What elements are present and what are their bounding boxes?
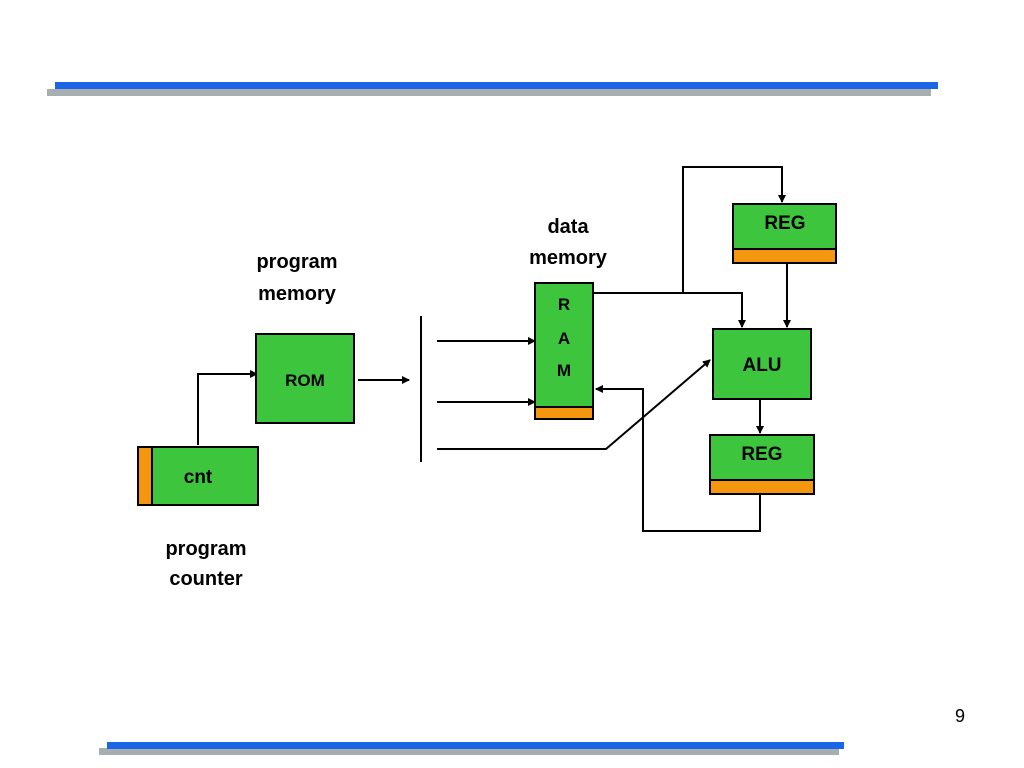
reg-top-label: REG (764, 213, 805, 234)
bottom-rule-shadow (99, 748, 839, 755)
ram-label-a: A (558, 329, 570, 348)
rom-block: ROM (255, 333, 355, 424)
program-counter-line-1: program (165, 538, 246, 560)
data-memory-line-1: data (547, 216, 589, 238)
program-counter-line-2: counter (169, 568, 243, 590)
program-memory-line-2: memory (258, 283, 337, 305)
bottom-rule (107, 742, 844, 749)
top-rule (55, 82, 938, 89)
rom-label: ROM (285, 371, 325, 390)
wire-bus-to-alu (437, 359, 711, 450)
program-counter-caption: program counter (165, 538, 246, 590)
cnt-label: cnt (184, 467, 213, 488)
reg-bottom-label: REG (741, 444, 782, 465)
data-memory-caption: data memory (529, 216, 608, 269)
page-number: 9 (954, 706, 965, 726)
wire-loop-to-reg-top (682, 166, 786, 293)
register-top-block: REG (732, 203, 837, 264)
data-memory-line-2: memory (529, 247, 608, 269)
wire-reg-bottom-to-ram (595, 385, 761, 532)
program-memory-line-1: program (256, 251, 337, 273)
wire-ram-to-alu (594, 292, 746, 328)
top-rule-shadow (47, 89, 931, 96)
ram-block: R A M (534, 282, 594, 420)
wire-cnt-to-rom (197, 370, 258, 445)
ram-label-m: M (557, 361, 571, 380)
program-counter-block: cnt (137, 446, 259, 506)
program-memory-caption: program memory (256, 251, 337, 305)
register-bottom-block: REG (709, 434, 815, 495)
alu-block: ALU (712, 328, 812, 400)
ram-label-r: R (558, 295, 570, 314)
alu-label: ALU (742, 355, 781, 376)
